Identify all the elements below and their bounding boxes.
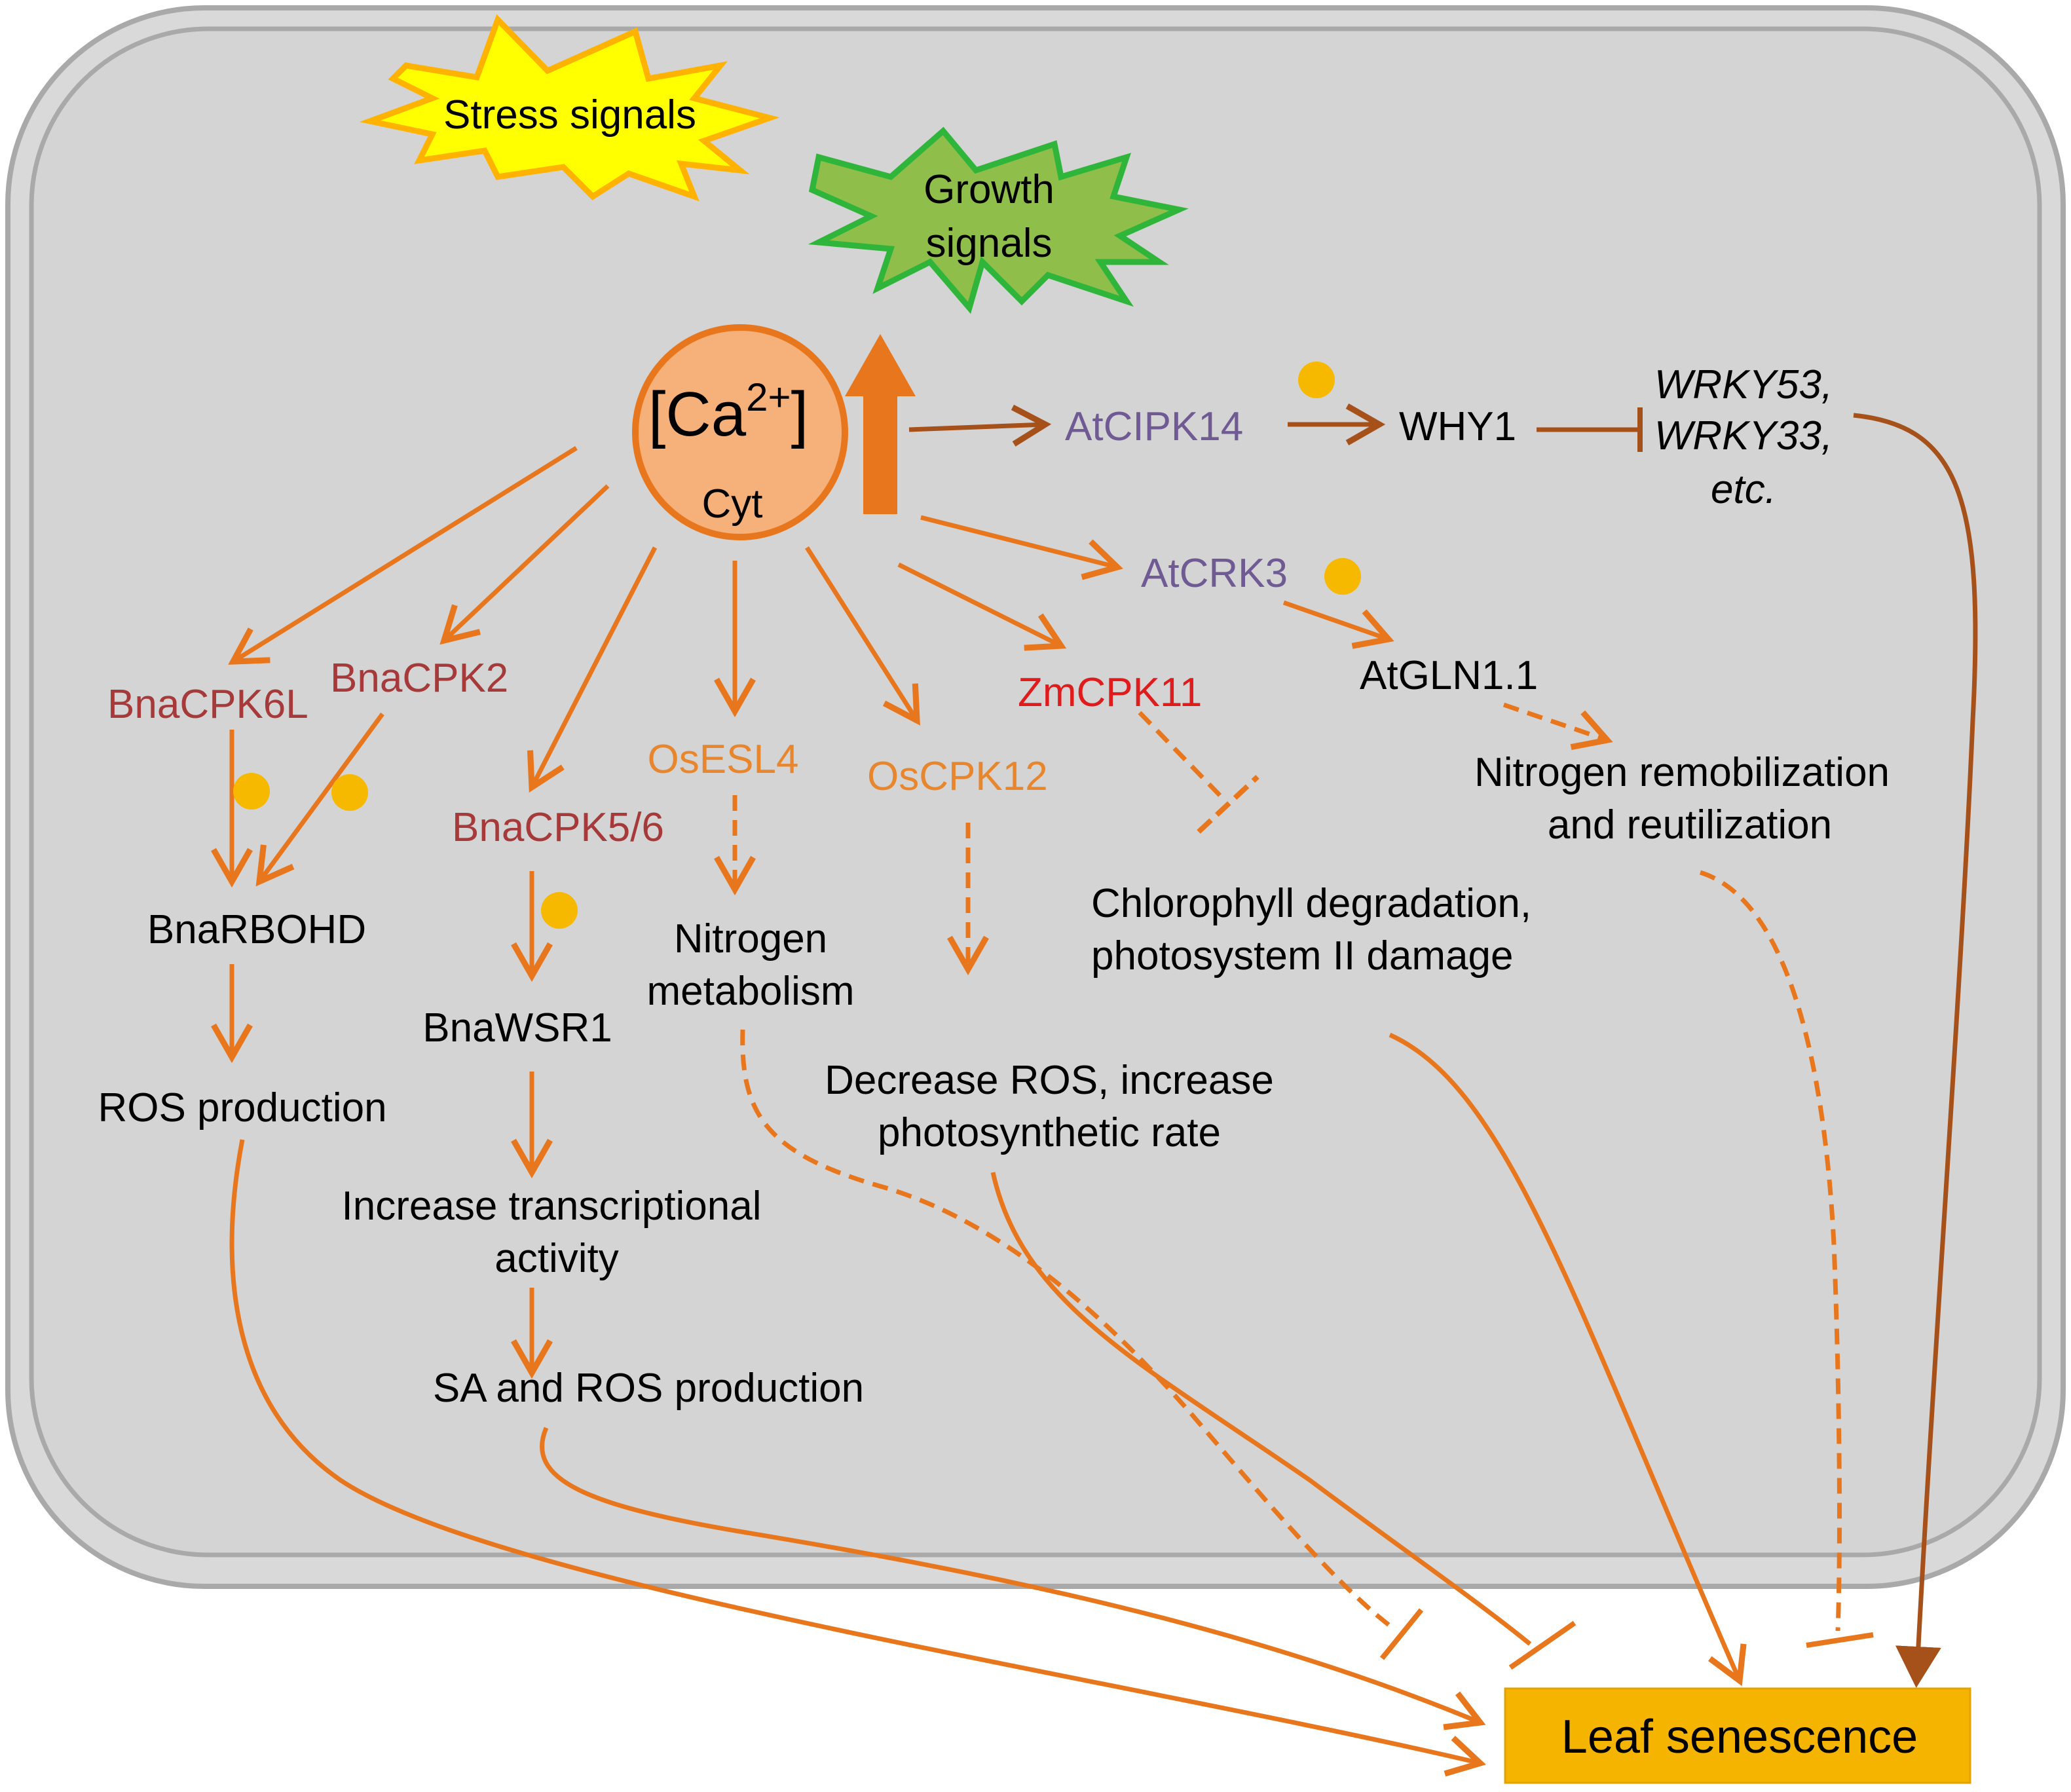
arrow-ca-to-bnacpk6l [228,446,578,665]
wrky-label-line3: etc. [1711,467,1776,512]
arrow-ca-to-atcrk3 [920,515,1123,580]
nitrogen-remob-line1: Nitrogen remobilization [1474,750,1890,795]
inhibit-bar-nitrogen-metab [1379,1608,1424,1660]
calcium-charge: 2+ [746,375,791,419]
bnacpk6l-label: BnaCPK6L [107,682,308,727]
chlorophyll-line2: photosystem II damage [1091,933,1513,979]
arrow-ca-to-zmcpk11 [897,562,1067,651]
atcrk3-label: AtCRK3 [1141,551,1288,596]
calcium-cyt-label: Cyt [702,481,763,527]
arrow-ca-to-bnacpk2 [439,484,610,645]
phosphorylation-dot-atcrk3 [1324,558,1361,595]
bnarbohd-label: BnaRBOHD [147,907,366,952]
bnawsr1-label: BnaWSR1 [422,1005,612,1051]
arrow-ca-to-oscpk12 [805,546,920,726]
nitrogen-remob-line2: and reutilization [1548,802,1832,848]
inhibit-nitrogen-remob-to-senescence [1699,870,1842,1632]
bnacpk2-label: BnaCPK2 [330,656,508,701]
calcium-increase-arrow [845,334,916,514]
oscpk12-label: OsCPK12 [867,754,1048,799]
osesl4-label: OsESL4 [648,737,799,782]
sa-ros-label: SA and ROS production [433,1366,864,1411]
atcipk14-label: AtCIPK14 [1065,404,1243,449]
decrease-line2: photosynthetic rate [878,1110,1221,1155]
inhibit-bar-nitrogen-remob [1806,1632,1874,1648]
phosphorylation-dot-bnacpk2 [331,774,368,811]
growth-signals-burst [808,126,1189,314]
decrease-line1: Decrease ROS, increase [825,1058,1274,1103]
growth-signals-label-line2: signals [926,221,1053,266]
arrow-chlorophyll-to-senescence [1389,1032,1747,1687]
phosphorylation-dot-bnacpk6l [233,773,270,810]
wrky-label-line1: WRKY53, [1654,362,1833,407]
inhibit-nitrogen-metab-to-senescence [740,1029,1397,1632]
leaf-senescence-label: Leaf senescence [1561,1711,1918,1763]
stress-signals-burst [359,14,780,202]
leaf-senescence-box [1504,1687,1971,1784]
calcium-ion-text: [Ca [648,379,747,449]
nitrogen-metab-line1: Nitrogen [674,916,827,961]
calcium-label: [Ca2+] [648,375,808,449]
arrow-sa-ros-to-senescence [540,1427,1486,1730]
arrow-atgln-to-nitrogen-remob [1502,702,1613,751]
stress-signals-label: Stress signals [443,92,696,138]
phosphorylation-dot-atcipk14 [1298,362,1335,398]
bnacpk56-label: BnaCPK5/6 [452,805,664,850]
transcription-line1: Increase transcriptional [342,1184,762,1229]
arrow-atcrk3-to-atgln [1282,600,1394,649]
arrow-ca-to-atcipk14 [908,404,1052,447]
arrow-ca-to-bnacpk56 [527,546,658,793]
inhibit-bar-decrease [1508,1620,1577,1670]
nitrogen-metab-line2: metabolism [647,969,855,1014]
why1-label: WHY1 [1399,404,1516,449]
chlorophyll-line1: Chlorophyll degradation, [1091,881,1531,926]
inhibit-bar-zmcpk11 [1197,775,1259,834]
arrow-wrky-to-senescence [1853,413,1978,1688]
calcium-circle [632,324,848,540]
wrky-label-line2: WRKY33, [1654,413,1833,458]
transcription-line2: activity [494,1236,618,1281]
calcium-bracket: ] [791,379,809,449]
phosphorylation-dot-bnacpk56 [541,892,578,929]
growth-signals-label-line1: Growth [924,167,1054,212]
ros-production-label: ROS production [98,1085,386,1130]
zmcpk11-label: ZmCPK11 [1018,670,1202,715]
atgln-label: AtGLN1.1 [1360,653,1538,698]
arrow-bnacpk2-to-bnarbohd [255,712,384,887]
inhibit-zmcpk11-to-chlorophyll [1138,711,1227,802]
arrow-ros-to-senescence [229,1139,1486,1777]
